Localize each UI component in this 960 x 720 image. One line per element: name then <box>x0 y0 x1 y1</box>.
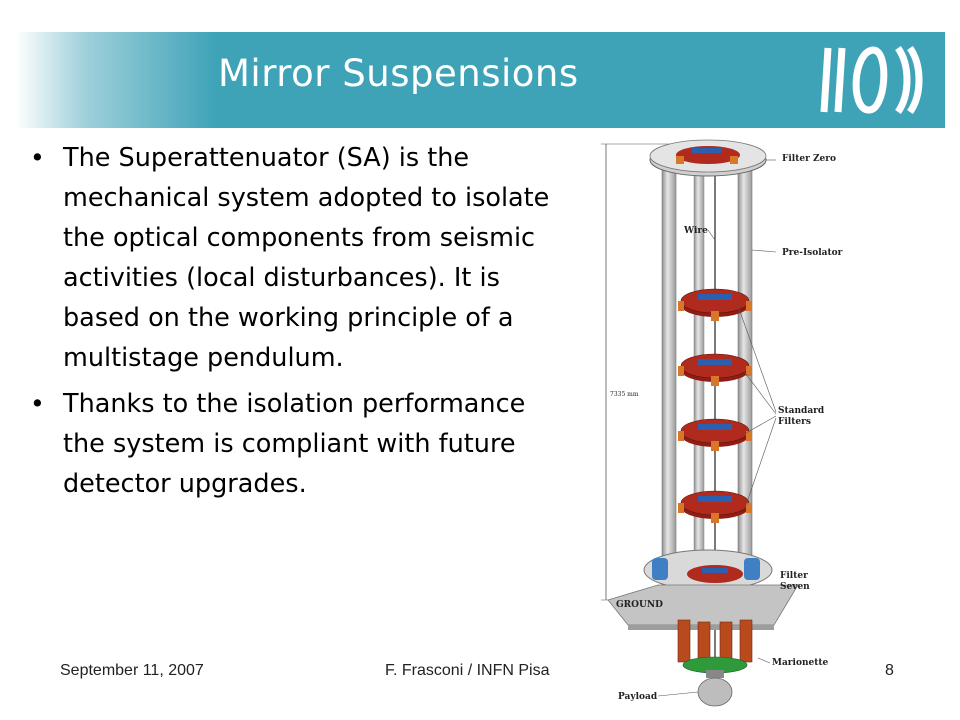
label-ground: GROUND <box>616 600 663 610</box>
bullet-text: Thanks to the isolation performance the … <box>63 389 526 499</box>
slide-title: Mirror Suspensions <box>218 52 579 95</box>
label-marionette: Marionette <box>772 658 829 668</box>
label-standard-filters-1: Standard <box>778 406 825 416</box>
footer-author: F. Frasconi / INFN Pisa <box>385 662 550 679</box>
bullet-glyph: • <box>30 389 45 418</box>
footer-date: September 11, 2007 <box>60 662 204 679</box>
bullet-list: • The Superattenuator (SA) is the mechani… <box>30 138 560 510</box>
label-height: 7335 mm <box>610 391 639 398</box>
label-filter-seven-1: Filter <box>780 571 808 581</box>
superattenuator-drawing <box>601 139 799 707</box>
bullet-item: • The Superattenuator (SA) is the mechani… <box>30 138 560 378</box>
bullet-text: The Superattenuator (SA) is the mechanic… <box>63 143 550 373</box>
filter-stages <box>678 288 752 523</box>
title-bar <box>15 32 945 128</box>
label-filter-seven-2: Seven <box>780 582 810 592</box>
bullet-item: • Thanks to the isolation performance the… <box>30 384 560 504</box>
label-filter-zero: Filter Zero <box>782 154 837 164</box>
bullet-glyph: • <box>30 143 45 172</box>
label-standard-filters-2: Filters <box>778 417 811 427</box>
label-pre-isolator: Pre-Isolator <box>782 248 843 258</box>
footer-page-number: 8 <box>885 662 894 679</box>
label-wire: Wire <box>684 226 708 236</box>
virgo-logo-icon <box>820 45 923 115</box>
superattenuator-figure: Filter Zero Wire Pre-Isolator 7335 mm St… <box>598 130 862 715</box>
label-payload: Payload <box>618 692 658 702</box>
title-bar-fade <box>15 32 215 128</box>
